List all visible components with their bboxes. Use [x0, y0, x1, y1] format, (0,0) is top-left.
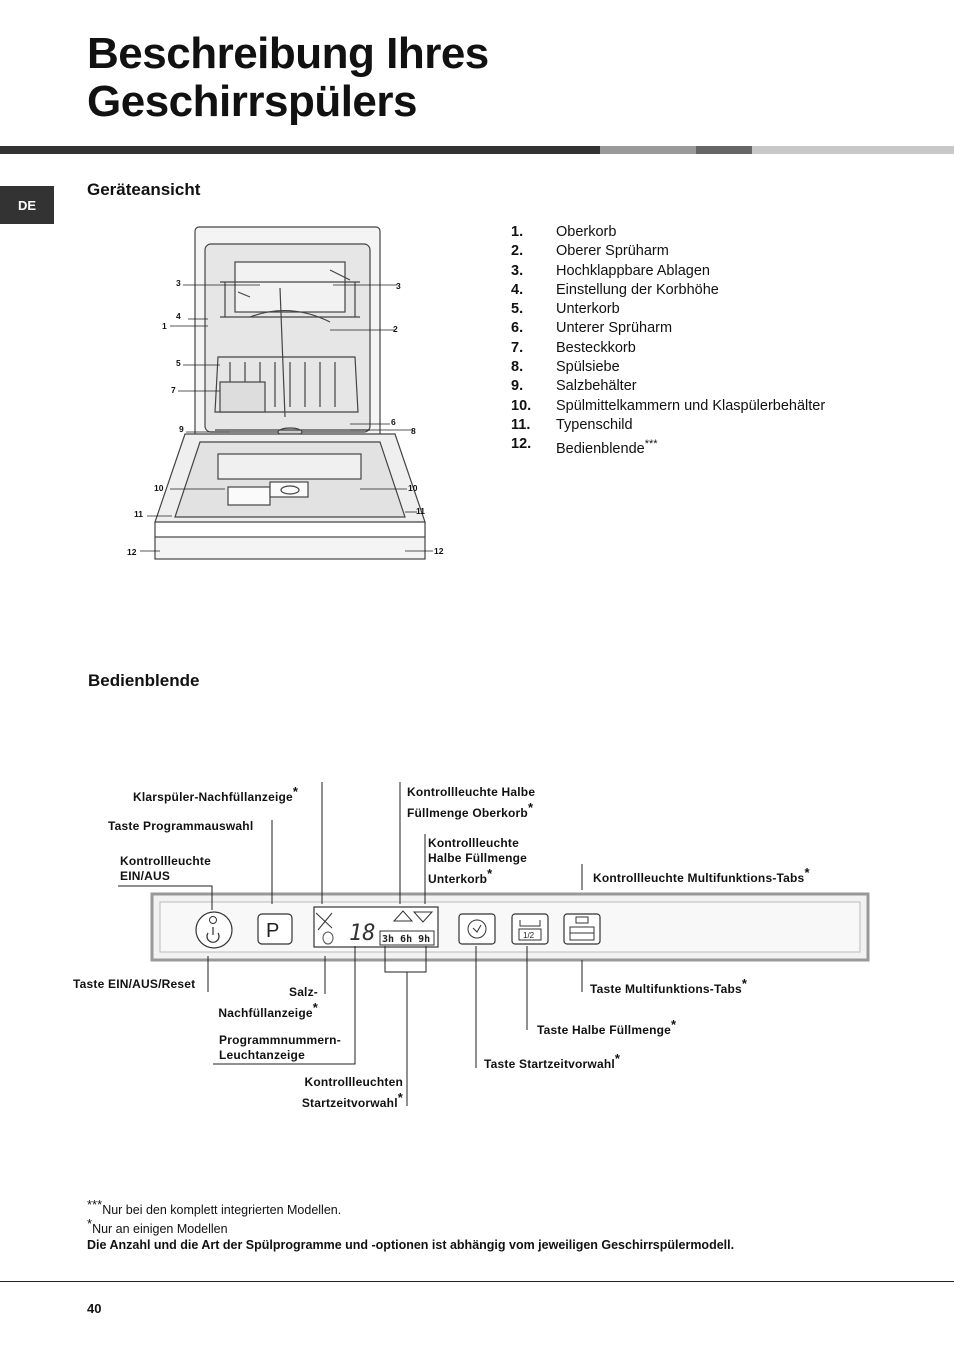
- panel-leader-lines: [118, 782, 583, 1106]
- callout-11-left: 11: [134, 509, 143, 519]
- label-salz: Salz-Nachfüllanzeige*: [218, 985, 318, 1020]
- callout-1: 1: [162, 321, 167, 331]
- callout-2: 2: [393, 324, 398, 334]
- list-item: 11.Typenschild: [511, 416, 633, 433]
- list-item: 8.Spülsiebe: [511, 359, 620, 376]
- list-item: 2.Oberer Sprüharm: [511, 243, 669, 260]
- dishwasher-illustration: 3 3 4 1 2 5 7 6 9 8 10 10 11 11 12 12: [127, 226, 444, 560]
- callout-10-right: 10: [408, 483, 418, 493]
- half-load-icon-label: 1/2: [523, 931, 535, 940]
- list-item: 7.Besteckkorb: [511, 339, 636, 356]
- list-item: 3.Hochklappbare Ablagen: [511, 262, 710, 279]
- footnote-some-models: *Nur an einigen Modellen: [87, 1216, 228, 1237]
- label-taste-ein-aus: Taste EIN/AUS/Reset: [73, 977, 196, 991]
- callout-3-right: 3: [396, 281, 401, 291]
- label-taste-startzeit: Taste Startzeitvorwahl*: [484, 1051, 621, 1071]
- footer-rule: [0, 1281, 954, 1282]
- label-multitabs-light: Kontrollleuchte Multifunktions-Tabs*: [593, 865, 810, 885]
- callout-11-right: 11: [416, 506, 425, 516]
- callout-6: 6: [391, 417, 396, 427]
- header-bar: [0, 146, 600, 154]
- label-programmauswahl: Taste Programmauswahl: [108, 819, 254, 833]
- callout-5: 5: [176, 358, 181, 368]
- list-item: 5.Unterkorb: [511, 301, 620, 318]
- list-item: 1.Oberkorb: [511, 224, 617, 240]
- delay-options-display: 3h 6h 9h: [382, 934, 430, 945]
- callout-12-right: 12: [434, 546, 444, 556]
- callout-9: 9: [179, 424, 184, 434]
- header-bar-segment: [752, 146, 954, 154]
- list-item: 6.Unterer Sprüharm: [511, 320, 673, 337]
- header-bar-segment: [600, 146, 696, 154]
- footnote-integrated: ***Nur bei den komplett integrierten Mod…: [87, 1197, 342, 1218]
- list-item: 12.Bedienblende***: [511, 436, 658, 458]
- callout-8: 8: [411, 426, 416, 436]
- callout-4: 4: [176, 311, 181, 321]
- section-heading-appliance: Geräteansicht: [87, 180, 201, 199]
- control-panel-illustration: P 18 3h 6h 9h 1/2: [150, 892, 870, 962]
- list-item: 10.Spülmittelkammern und Klaspülerbehält…: [511, 397, 826, 414]
- label-taste-halbe: Taste Halbe Füllmenge*: [537, 1017, 677, 1037]
- list-item: 4.Einstellung der Korbhöhe: [511, 281, 719, 298]
- callout-7: 7: [171, 385, 176, 395]
- program-number-display: 18: [349, 921, 376, 946]
- section-heading-panel: Bedienblende: [88, 671, 200, 690]
- program-button-label: P: [266, 920, 279, 942]
- callout-10-left: 10: [154, 483, 164, 493]
- power-button-shape: [195, 911, 233, 949]
- label-klarspueler: Klarspüler-Nachfüllanzeige*: [133, 784, 299, 804]
- parts-list: 1.Oberkorb 2.Oberer Sprüharm 3.Hochklapp…: [511, 223, 825, 459]
- label-taste-multitabs: Taste Multifunktions-Tabs*: [590, 976, 748, 996]
- language-tab: DE: [0, 186, 54, 224]
- footnote-programs: Die Anzahl und die Art der Spülprogramme…: [87, 1238, 735, 1252]
- callout-12-left: 12: [127, 547, 137, 557]
- header-bar-segment: [696, 146, 752, 154]
- page-number: 40: [87, 1301, 102, 1316]
- label-programmnummern: Programmnummern-Leuchtanzeige: [219, 1033, 341, 1062]
- callout-3-left: 3: [176, 278, 181, 288]
- list-item: 9.Salzbehälter: [511, 378, 637, 395]
